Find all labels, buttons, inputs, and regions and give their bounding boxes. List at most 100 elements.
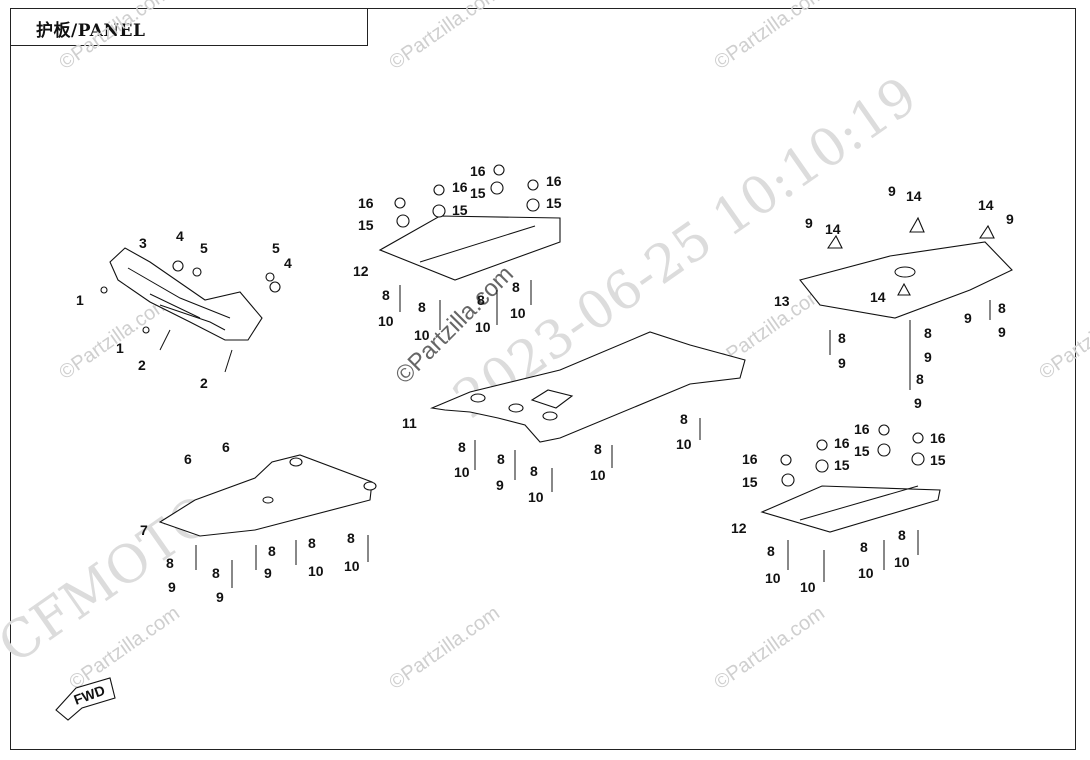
callout-14: 14 (870, 289, 886, 305)
callout-10: 10 (414, 327, 430, 343)
watermark-site: ©Partzilla.com (385, 0, 503, 74)
callout-6: 6 (184, 451, 192, 467)
callout-8: 8 (418, 299, 426, 315)
title-box (10, 8, 368, 46)
part-plate-top-right (799, 216, 1013, 390)
watermark-site: ©Partzilla.com (55, 292, 173, 384)
callout-10: 10 (590, 467, 606, 483)
callout-16: 16 (854, 421, 870, 437)
callout-14: 14 (906, 188, 922, 204)
callout-5: 5 (272, 240, 280, 256)
callout-16: 16 (742, 451, 758, 467)
callout-4: 4 (176, 228, 184, 244)
callout-8: 8 (308, 535, 316, 551)
callout-14: 14 (978, 197, 994, 213)
callout-9: 9 (914, 395, 922, 411)
callout-2: 2 (200, 375, 208, 391)
callout-8: 8 (458, 439, 466, 455)
callout-9: 9 (924, 349, 932, 365)
callout-10: 10 (510, 305, 526, 321)
callout-labels: 3 4 5 5 4 1 1 2 2 16 15 16 15 16 15 16 1… (76, 163, 1014, 605)
callout-15: 15 (470, 185, 486, 201)
callout-9: 9 (168, 579, 176, 595)
callout-7: 7 (140, 522, 148, 538)
watermark-site: ©Partzilla.com (710, 602, 828, 694)
callout-8: 8 (898, 527, 906, 543)
callout-8: 8 (347, 530, 355, 546)
callout-9: 9 (1006, 211, 1014, 227)
callout-15: 15 (854, 443, 870, 459)
watermark-site: ©Partzilla.com (710, 0, 828, 74)
callout-8: 8 (477, 292, 485, 308)
callout-15: 15 (452, 202, 468, 218)
callout-8: 8 (512, 279, 520, 295)
drawing-frame (10, 8, 1076, 750)
callout-9: 9 (838, 355, 846, 371)
page-title: 护板/PANEL (36, 21, 146, 41)
callout-13: 13 (774, 293, 790, 309)
callout-9: 9 (496, 477, 504, 493)
callout-10: 10 (378, 313, 394, 329)
callout-8: 8 (497, 451, 505, 467)
callout-8: 8 (680, 411, 688, 427)
part-main-skid (429, 331, 746, 492)
fwd-arrow: FWD (55, 677, 116, 721)
callout-15: 15 (834, 457, 850, 473)
callout-9: 9 (216, 589, 224, 605)
callout-9: 9 (964, 310, 972, 326)
callout-8: 8 (916, 371, 924, 387)
callout-8: 8 (998, 300, 1006, 316)
callout-9: 9 (264, 565, 272, 581)
callout-8: 8 (924, 325, 932, 341)
callout-8: 8 (594, 441, 602, 457)
callout-11: 11 (402, 415, 417, 431)
callout-10: 10 (800, 579, 816, 595)
callout-15: 15 (358, 217, 374, 233)
watermark-site: ©Partzilla.com (1035, 292, 1090, 384)
callout-9: 9 (888, 183, 896, 199)
callout-9: 9 (805, 215, 813, 231)
callout-16: 16 (834, 435, 850, 451)
callout-8: 8 (767, 543, 775, 559)
callout-8: 8 (860, 539, 868, 555)
callout-8: 8 (382, 287, 390, 303)
callout-16: 16 (452, 179, 468, 195)
callout-10: 10 (344, 558, 360, 574)
callout-10: 10 (528, 489, 544, 505)
callout-4: 4 (284, 255, 292, 271)
callout-1: 1 (76, 292, 84, 308)
part-plate-lower-right (760, 424, 941, 582)
callout-8: 8 (212, 565, 220, 581)
callout-10: 10 (894, 554, 910, 570)
callout-10: 10 (308, 563, 324, 579)
callout-8: 8 (268, 543, 276, 559)
callout-16: 16 (358, 195, 374, 211)
callout-10: 10 (858, 565, 874, 581)
watermark-site: ©Partzilla.com (55, 0, 173, 74)
part-front-guard (100, 247, 281, 373)
callout-8: 8 (838, 330, 846, 346)
callout-2: 2 (138, 357, 146, 373)
watermark-site: ©Partzilla.com (385, 602, 503, 694)
callout-1: 1 (116, 340, 124, 356)
callout-10: 10 (454, 464, 470, 480)
callout-5: 5 (200, 240, 208, 256)
callout-15: 15 (546, 195, 562, 211)
callout-15: 15 (930, 452, 946, 468)
callout-14: 14 (825, 221, 841, 237)
callout-3: 3 (139, 235, 147, 251)
part-plate-top-middle (378, 164, 561, 330)
callout-12: 12 (353, 263, 369, 279)
callout-15: 15 (742, 474, 758, 490)
callout-16: 16 (546, 173, 562, 189)
callout-6: 6 (222, 439, 230, 455)
callout-10: 10 (475, 319, 491, 335)
callout-9: 9 (998, 324, 1006, 340)
callout-8: 8 (530, 463, 538, 479)
callout-12: 12 (731, 520, 747, 536)
callout-16: 16 (930, 430, 946, 446)
callout-10: 10 (676, 436, 692, 452)
callout-10: 10 (765, 570, 781, 586)
watermark-layer: ©Partzilla.com ©Partzilla.com ©Partzilla… (0, 0, 1090, 694)
